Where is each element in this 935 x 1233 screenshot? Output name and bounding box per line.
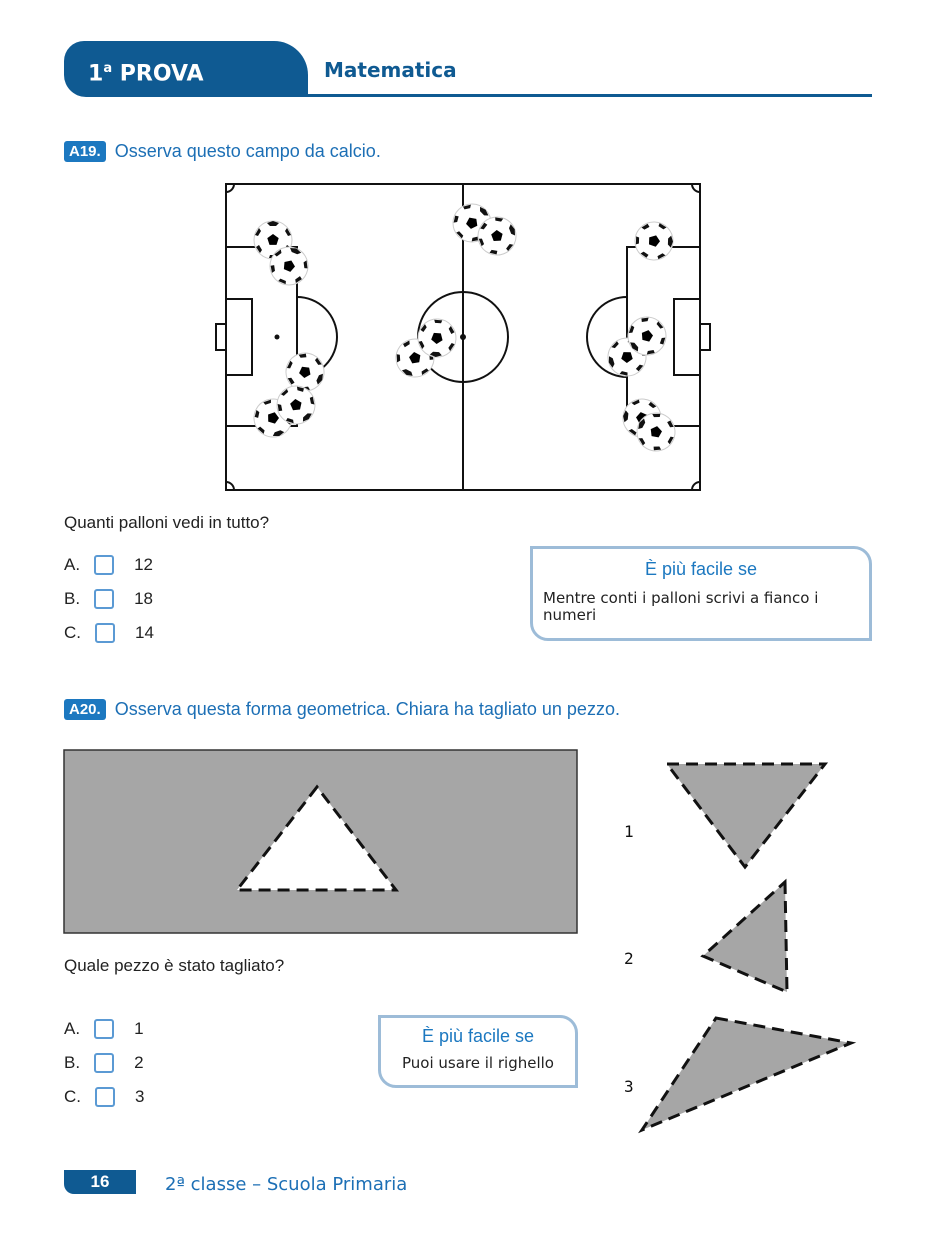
prova-number: 1 [88, 61, 104, 87]
option-value: 2 [134, 1053, 144, 1072]
q20-option-a[interactable]: A. 1 [64, 1019, 144, 1039]
q19-number: A19. [64, 141, 106, 162]
q20-hint-box: È più facile se Puoi usare il righello [378, 1015, 578, 1088]
piece-label-3: 3 [624, 1077, 634, 1096]
q19-option-c[interactable]: C. 14 [64, 623, 154, 643]
prova-label: PROVA GUIDATA [88, 61, 204, 143]
hint-title: È più facile se [644, 559, 758, 579]
q20-number: A20. [64, 699, 106, 720]
checkbox[interactable] [94, 1019, 115, 1039]
hint-title: È più facile se [421, 1026, 535, 1046]
option-letter: B. [64, 1053, 81, 1072]
piece-label-1: 1 [624, 822, 634, 841]
option-letter: C. [64, 1087, 81, 1106]
option-value: 12 [134, 555, 153, 574]
cut-hole [233, 784, 400, 892]
subject-title: Matematica [324, 58, 457, 82]
checkbox[interactable] [94, 1053, 115, 1073]
q20-question: Quale pezzo è stato tagliato? [64, 956, 285, 975]
q19-heading: A19. Osserva questo campo da calcio. [64, 141, 381, 162]
q20-option-c[interactable]: C. 3 [64, 1087, 144, 1107]
piece-2 [700, 878, 789, 995]
q19-option-b[interactable]: B. 18 [64, 589, 153, 609]
option-value: 18 [134, 589, 153, 608]
header-divider [300, 94, 872, 97]
q19-option-a[interactable]: A. 12 [64, 555, 153, 575]
option-value: 3 [135, 1087, 145, 1106]
option-value: 1 [134, 1019, 144, 1038]
option-letter: B. [64, 589, 81, 608]
footer-text: 2ª classe – Scuola Primaria [165, 1174, 408, 1195]
hint-body: Puoi usare il righello [402, 1054, 554, 1072]
checkbox[interactable] [94, 589, 115, 609]
q20-heading: A20. Osserva questa forma geometrica. Ch… [64, 699, 620, 720]
q19-title: Osserva questo campo da calcio. [114, 141, 381, 161]
piece-label-2: 2 [624, 949, 634, 968]
piece-1 [663, 762, 829, 870]
page-number: 16 [64, 1170, 136, 1194]
piece-3 [638, 1016, 857, 1134]
hint-body: Mentre conti i palloni scrivi a fianco i… [543, 589, 819, 624]
option-letter: C. [64, 623, 81, 642]
prova-tab: 1a PROVA GUIDATA [64, 41, 308, 142]
q20-option-b[interactable]: B. 2 [64, 1053, 144, 1073]
option-letter: A. [64, 1019, 81, 1038]
checkbox[interactable] [94, 555, 115, 575]
checkbox[interactable] [95, 623, 115, 643]
q19-question: Quanti palloni vedi in tutto? [64, 513, 270, 532]
q19-hint-box: È più facile se Mentre conti i palloni s… [530, 546, 872, 641]
option-value: 14 [135, 623, 154, 642]
option-letter: A. [64, 555, 81, 574]
q20-title: Osserva questa forma geometrica. Chiara … [114, 699, 620, 719]
prova-sup: a [103, 61, 113, 76]
checkbox[interactable] [95, 1087, 115, 1107]
